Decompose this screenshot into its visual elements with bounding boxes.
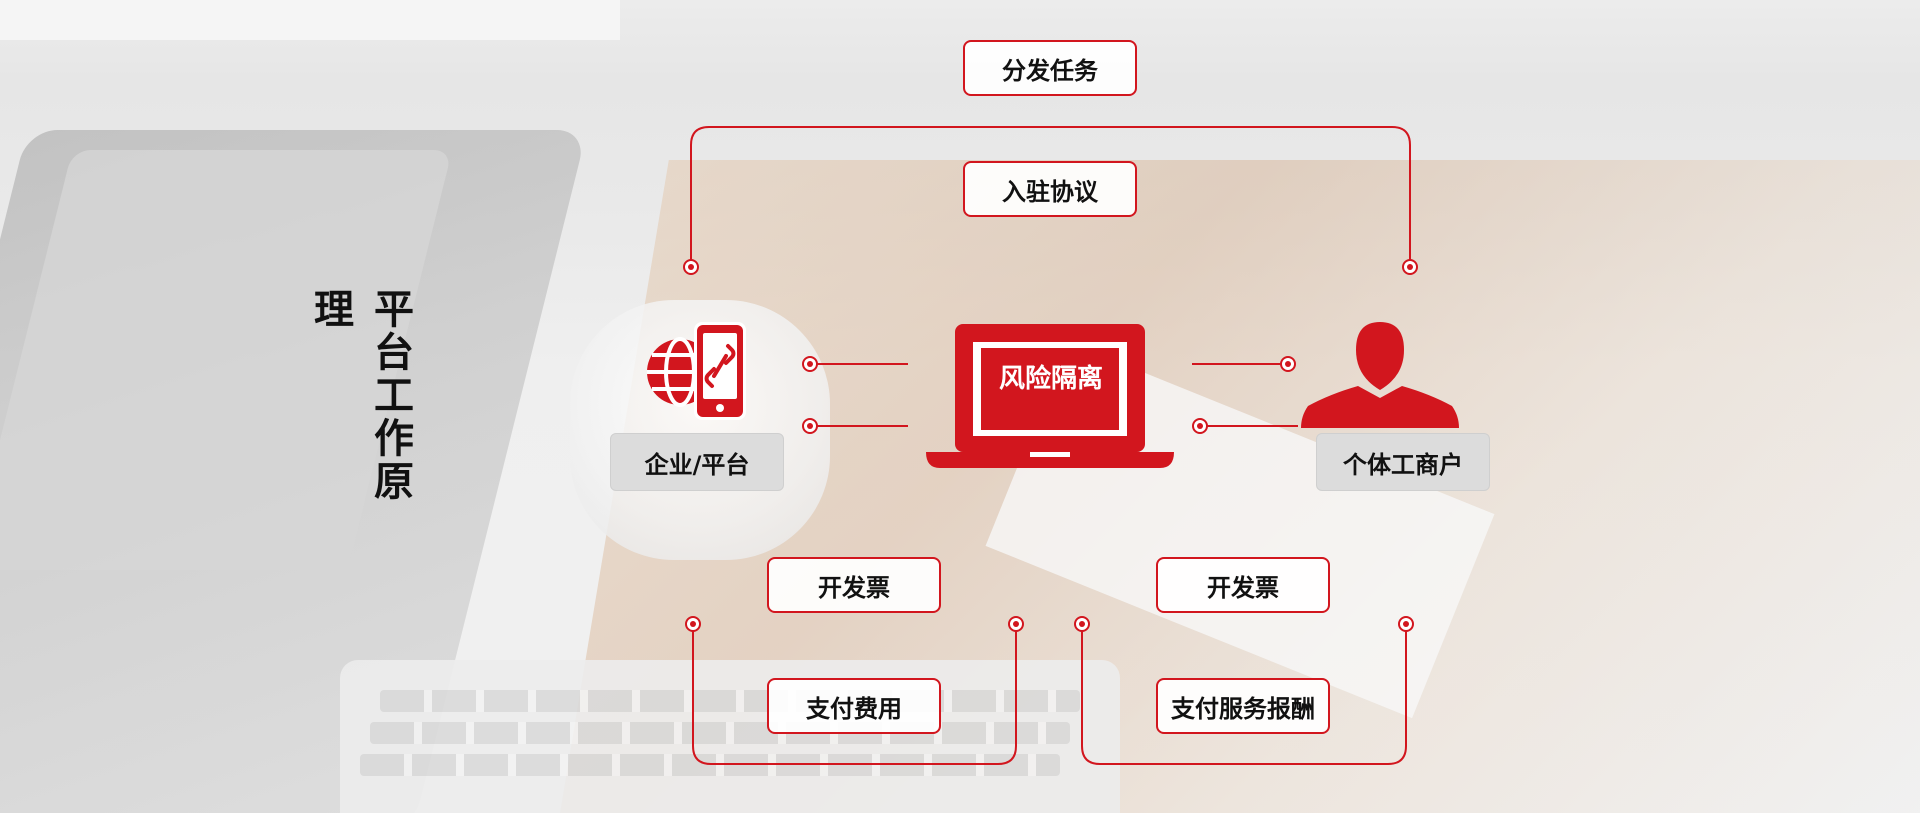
pay-fee-box: 支付费用 — [767, 678, 941, 734]
connector-node-dot — [1407, 264, 1413, 270]
connector-node-dot — [1079, 621, 1085, 627]
connector-node-dot — [807, 361, 813, 367]
bottom-right-bracket-line — [1081, 630, 1407, 765]
connector-node-dot — [1013, 621, 1019, 627]
laptop-icon — [926, 324, 1174, 468]
background-window — [0, 0, 620, 40]
connector-node-dot — [1285, 361, 1291, 367]
keyboard-row — [360, 754, 1060, 776]
connector-node-dot — [688, 264, 694, 270]
globe-phone-link-icon — [647, 322, 746, 420]
enterprise-platform-label: 企业/平台 — [610, 433, 784, 491]
bottom-left-bracket-line — [692, 630, 1017, 765]
connector-node-dot — [807, 423, 813, 429]
individual-business-label: 个体工商户 — [1316, 433, 1490, 491]
connector-node-dot — [1197, 423, 1203, 429]
connector-node-dot — [1403, 621, 1409, 627]
right-invoice-box: 开发票 — [1156, 557, 1330, 613]
top-bracket-line — [690, 126, 1411, 262]
left-invoice-box: 开发票 — [767, 557, 941, 613]
connector-node-dot — [690, 621, 696, 627]
person-icon — [1301, 322, 1459, 428]
risk-isolation-label: 风险隔离 — [998, 364, 1103, 394]
settle-agreement-box: 入驻协议 — [963, 161, 1137, 217]
page-title: 平台工作原理 — [307, 288, 413, 503]
distribute-task-box: 分发任务 — [963, 40, 1137, 96]
pay-service-remuneration-box: 支付服务报酬 — [1156, 678, 1330, 734]
